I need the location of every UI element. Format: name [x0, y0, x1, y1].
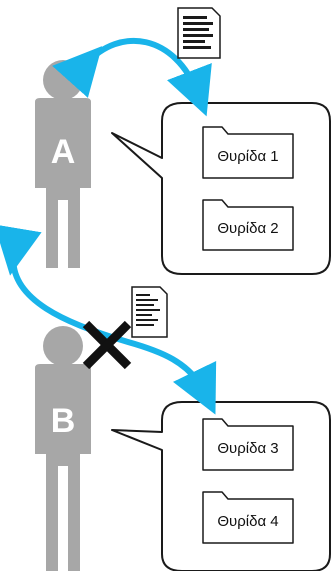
document-icon	[131, 286, 168, 338]
person-b-letter: B	[51, 402, 76, 440]
tray-4: Θυρίδα 4	[202, 491, 294, 544]
tray-1-label: Θυρίδα 1	[217, 148, 278, 165]
person-b-icon	[35, 326, 91, 571]
folder-icon	[202, 418, 294, 471]
tray-1: Θυρίδα 1	[202, 126, 294, 179]
person-a-letter: A	[51, 133, 76, 171]
cross-icon	[82, 320, 132, 370]
tray-3-label: Θυρίδα 3	[217, 440, 278, 457]
folder-icon	[202, 491, 294, 544]
tray-3: Θυρίδα 3	[202, 418, 294, 471]
folder-icon	[202, 126, 294, 179]
tray-2-label: Θυρίδα 2	[217, 220, 278, 237]
tray-4-label: Θυρίδα 4	[217, 513, 278, 530]
arrow-a-to-tray	[52, 37, 212, 117]
document-icon	[177, 7, 221, 59]
tray-2: Θυρίδα 2	[202, 199, 294, 251]
